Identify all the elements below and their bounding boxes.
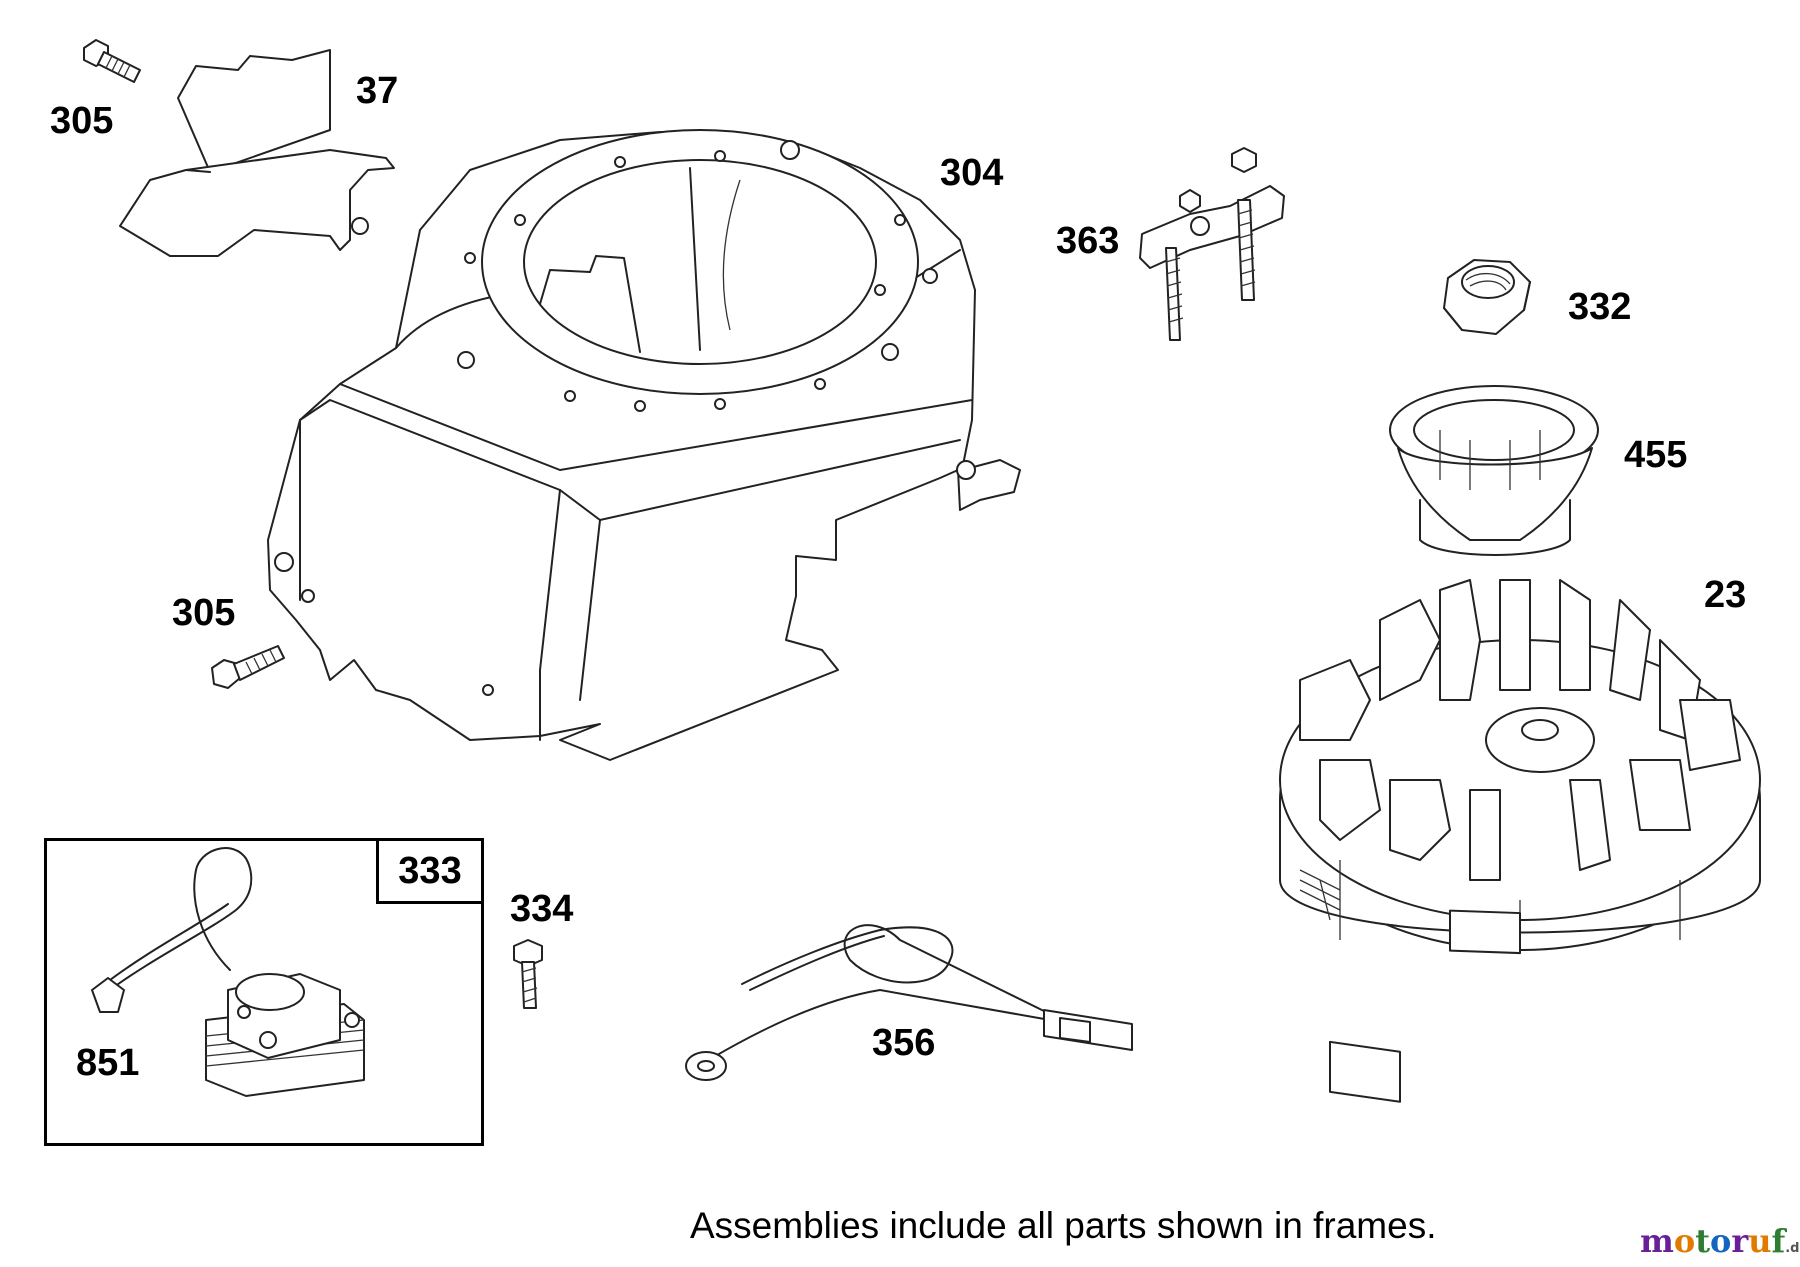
callout-304: 304 <box>940 152 1004 194</box>
callout-23: 23 <box>1704 574 1747 616</box>
screw-334-part <box>513 939 543 1009</box>
assembly-frame-label: 333 <box>376 838 484 904</box>
flywheel-23-part <box>1279 579 1761 1103</box>
watermark-letter: o <box>1709 1222 1732 1260</box>
callout-334: 334 <box>510 888 574 930</box>
callout-851: 851 <box>76 1042 140 1084</box>
callout-332: 332 <box>1568 286 1632 328</box>
callout-305-lower: 305 <box>172 592 236 634</box>
callout-363: 363 <box>1056 220 1120 262</box>
bolt-305-top-part <box>83 39 141 83</box>
footnote: Assemblies include all parts shown in fr… <box>690 1205 1437 1246</box>
blower-housing-304-part <box>267 129 1021 761</box>
ignition-coil-851-part <box>91 847 365 1097</box>
watermark-letter: r <box>1731 1222 1749 1260</box>
cup-455-part <box>1389 385 1599 556</box>
watermark-letter: f <box>1771 1222 1786 1260</box>
bracket-363-part <box>1139 147 1285 341</box>
watermark-logo: motoruf.de <box>1640 1222 1800 1260</box>
watermark-letter: u <box>1748 1222 1772 1260</box>
watermark-letter: o <box>1673 1222 1696 1260</box>
assembly-frame <box>44 838 484 1146</box>
callout-305-top: 305 <box>50 100 114 142</box>
watermark-letter: m <box>1640 1222 1674 1260</box>
watermark-suffix: .de <box>1785 1241 1800 1256</box>
callout-455: 455 <box>1624 434 1688 476</box>
air-guide-37-part <box>119 49 395 257</box>
watermark-letter: t <box>1695 1222 1710 1260</box>
callout-356: 356 <box>872 1022 936 1064</box>
bolt-305-lower-part <box>211 645 285 689</box>
callout-37: 37 <box>356 70 399 112</box>
ground-wire-356-part <box>685 924 1133 1081</box>
nut-332-part <box>1443 259 1531 335</box>
